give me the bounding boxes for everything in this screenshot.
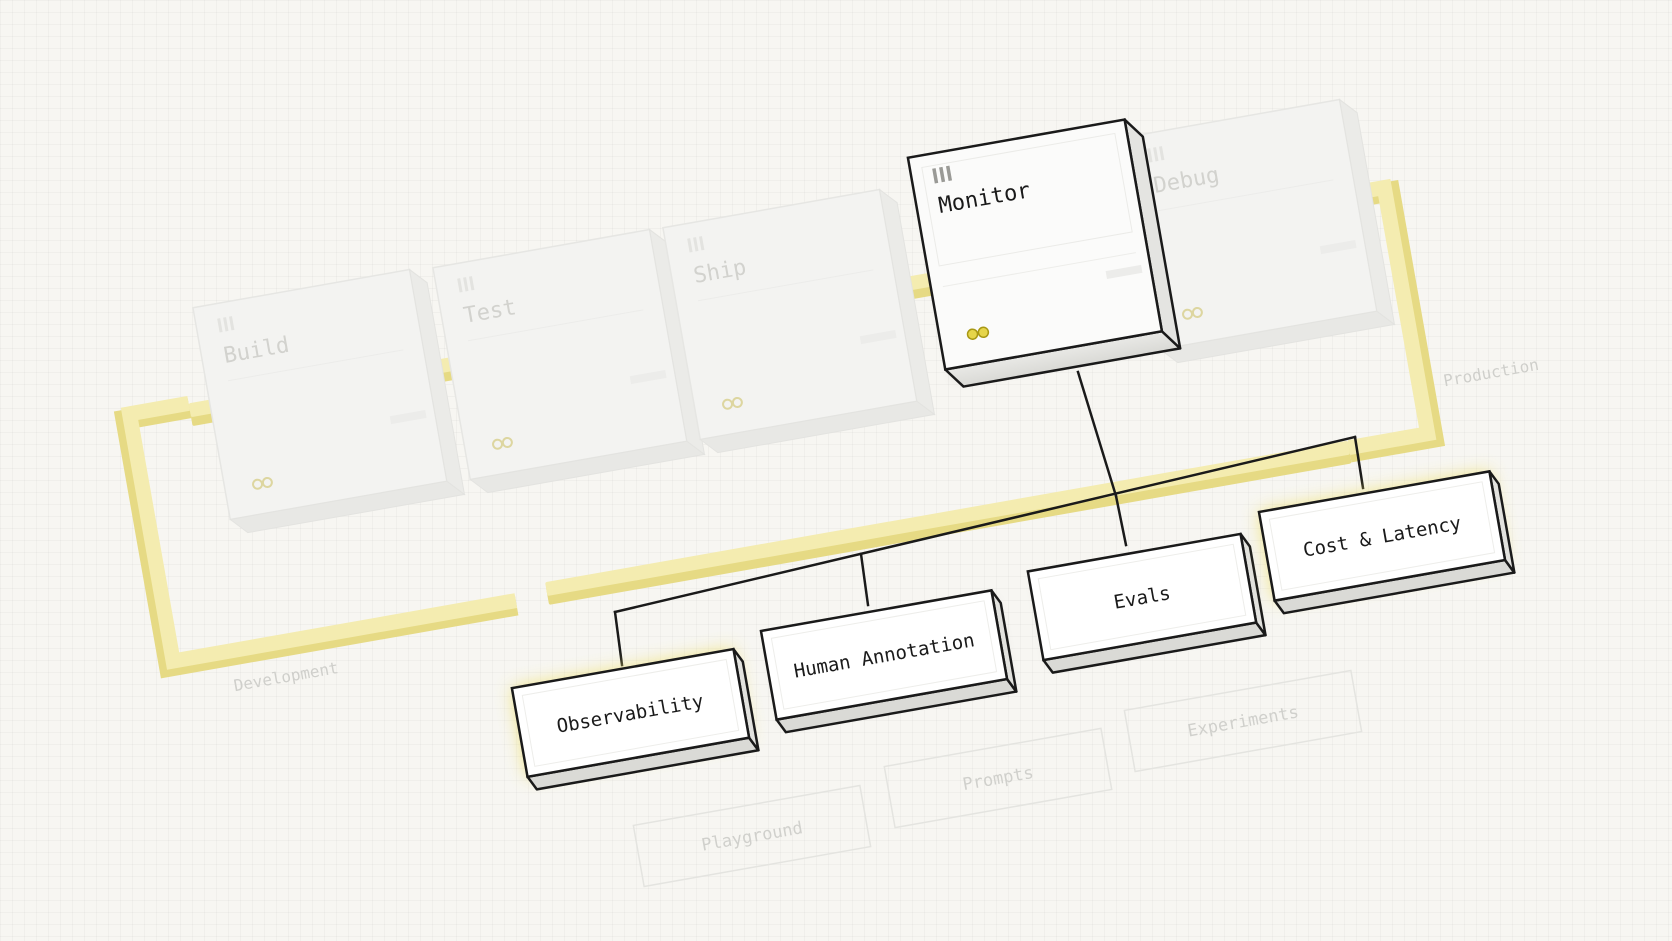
card-body [432,228,688,481]
faded-item-playground[interactable]: Playground [632,784,872,888]
stage-card-build[interactable]: Build [192,267,466,535]
card-body [906,118,1164,371]
card-right-side [648,228,706,456]
phase-label-production: Production [1442,355,1540,390]
child-card-human-annotation[interactable]: Human Annotation [759,588,1018,734]
child-card-cost-latency[interactable]: Cost & Latency [1257,469,1516,615]
card-body [510,647,751,779]
status-dots-icon [722,396,743,410]
card-body [1257,469,1507,603]
child-card-evals[interactable]: Evals [1026,532,1267,674]
card-right-side [408,268,466,496]
card-right-side [878,188,936,416]
status-dots-icon [492,436,513,450]
stage-card-monitor[interactable]: Monitor [906,117,1182,389]
monitor-connector-tree [613,370,1365,667]
card-body [759,588,1009,722]
grip-icon [687,236,705,253]
grip-icon [217,316,235,333]
faded-item-experiments[interactable]: Experiments [1123,669,1363,773]
faded-item-label: Prompts [961,763,1035,795]
faded-item-label: Experiments [1186,702,1300,741]
status-dots-icon [966,326,990,340]
child-card-observability[interactable]: Observability [510,647,760,791]
card-right-side [1338,98,1396,326]
stage-card-ship[interactable]: Ship [662,187,936,455]
card-body [1026,532,1258,662]
card-body [662,188,918,441]
stage-card-debug[interactable]: Debug [1122,97,1396,365]
grip-icon [932,165,953,184]
card-body [192,268,448,521]
faded-item-prompts[interactable]: Prompts [883,727,1113,829]
faded-item-label: Playground [700,818,804,855]
status-dots-icon [252,476,273,490]
grip-icon [457,276,475,293]
phase-label-development: Development [232,658,340,695]
status-dots-icon [1182,306,1203,320]
grip-icon [1147,146,1165,163]
stage-card-test[interactable]: Test [432,227,706,495]
track-left-segment [113,396,519,679]
